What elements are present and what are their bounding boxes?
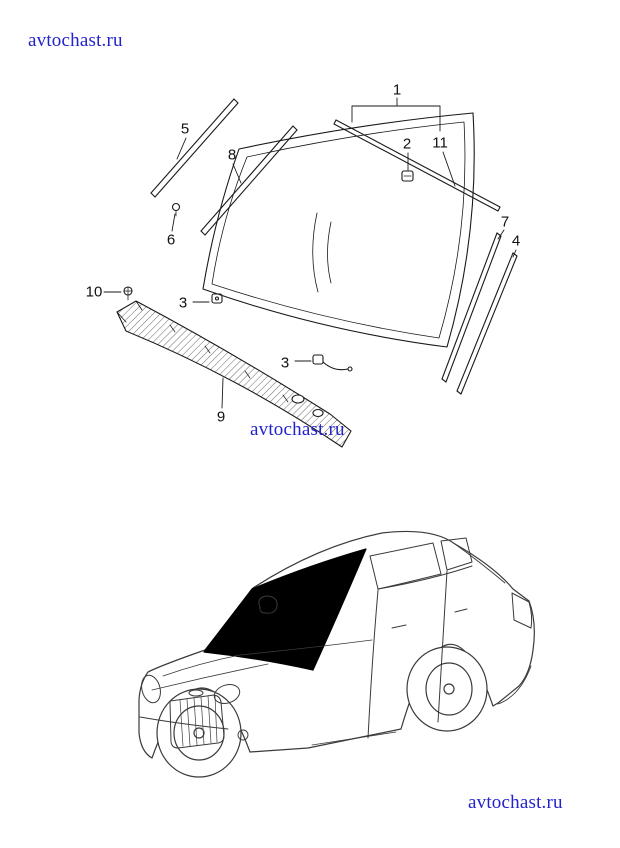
callout-10[interactable]: 10 <box>85 283 103 301</box>
taillight <box>511 592 533 629</box>
rear-details <box>454 543 533 705</box>
callout-4[interactable]: 4 <box>511 232 521 250</box>
cowl-hole <box>312 408 324 418</box>
side-molding-strip-4 <box>456 252 518 395</box>
car-illustration <box>138 530 535 778</box>
fog-lamp <box>237 729 249 741</box>
clip-3-right <box>312 354 353 372</box>
molding-strip-8 <box>200 125 298 236</box>
callout-3b[interactable]: 3 <box>280 354 290 372</box>
clip-2 <box>401 170 414 182</box>
molding-strip-5 <box>150 98 239 198</box>
car-windshield-blackout <box>203 548 367 671</box>
car-side-details <box>239 570 468 746</box>
cowl-grille-drawing <box>116 300 352 448</box>
watermark-top-left: avtochast.ru <box>28 30 123 51</box>
clip-3-left <box>211 293 223 304</box>
headlights <box>141 674 241 704</box>
rear-wheel <box>406 646 488 732</box>
callout-8[interactable]: 8 <box>227 146 237 164</box>
upper-molding-strip <box>333 119 501 212</box>
brand-emblem <box>188 689 204 697</box>
watermark-bottom-right: avtochast.ru <box>468 792 563 813</box>
front-bumper-details <box>139 716 249 741</box>
watermark-center: avtochast.ru <box>250 419 345 440</box>
glass-reflection-line <box>327 221 332 284</box>
windshield-glass-drawing <box>202 112 475 348</box>
glass-reflection-line <box>312 212 319 293</box>
callout-2[interactable]: 2 <box>402 135 412 153</box>
leader-lines <box>103 97 517 409</box>
side-windows <box>369 537 473 590</box>
callout-3a[interactable]: 3 <box>178 294 188 312</box>
callout-9[interactable]: 9 <box>216 408 226 426</box>
callout-7[interactable]: 7 <box>500 213 510 231</box>
callout-11[interactable]: 11 <box>432 134 448 152</box>
callout-6[interactable]: 6 <box>166 231 176 249</box>
cowl-hole <box>291 394 305 404</box>
fastener-10 <box>123 286 133 301</box>
side-molding-strip-7 <box>441 232 502 383</box>
callout-1[interactable]: 1 <box>392 81 402 99</box>
hood-crease-lines <box>151 654 269 691</box>
clip-6 <box>171 202 181 217</box>
callout-5[interactable]: 5 <box>180 120 190 138</box>
